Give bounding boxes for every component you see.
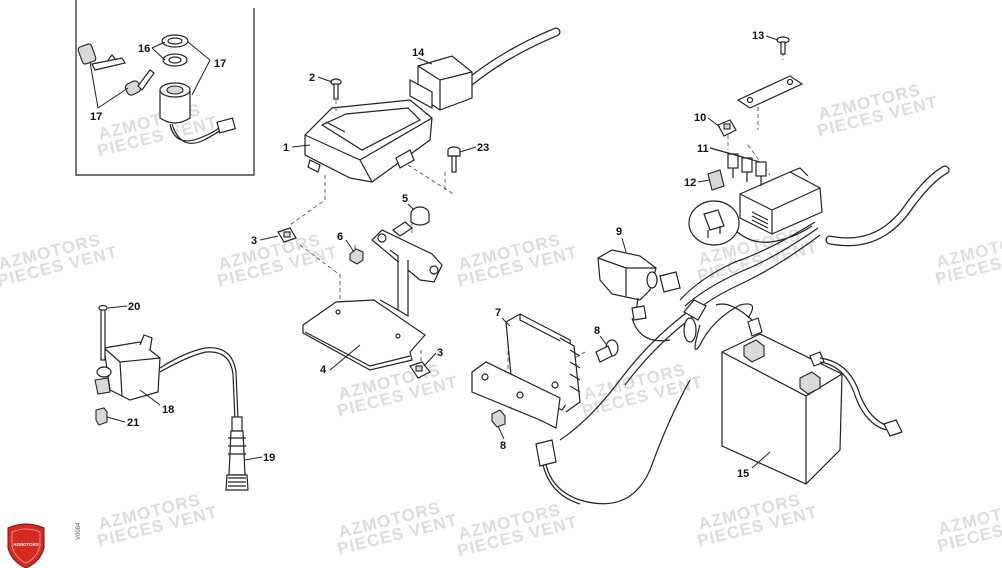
clip-3a <box>277 227 297 243</box>
connector-14 <box>409 55 473 111</box>
relay-9 <box>597 249 681 342</box>
main-harness-right <box>559 165 950 441</box>
ignition-coil-18 <box>94 334 239 421</box>
battery-15 <box>715 303 903 485</box>
ring-16a <box>161 34 189 48</box>
spare-fuse-detail <box>688 200 740 246</box>
fuses-11 <box>727 153 767 186</box>
nut-8b <box>491 409 506 428</box>
callout-4: 4 <box>320 364 327 376</box>
callout-6: 6 <box>337 231 343 243</box>
regulator-7 <box>471 313 581 429</box>
clip-10 <box>717 119 737 137</box>
drawing-code: V0084 <box>76 522 82 540</box>
azmotors-logo: AZMOTORS <box>7 523 45 568</box>
callout-2: 2 <box>309 72 315 84</box>
fuse-holder <box>739 167 823 235</box>
callout-19: 19 <box>263 452 275 464</box>
callout-15: 15 <box>737 468 749 480</box>
logo-text: AZMOTORS <box>13 542 39 547</box>
callout-14: 14 <box>412 47 425 59</box>
bracket <box>371 229 443 318</box>
plate-4 <box>302 299 426 371</box>
nut-6 <box>349 248 364 265</box>
bolt-20 <box>98 304 108 361</box>
callout-12: 12 <box>684 177 696 189</box>
callouts: 1 2 3 3 4 5 6 7 8 8 9 10 11 12 13 14 15 … <box>90 30 764 480</box>
ring-16b <box>162 53 188 67</box>
callout-13: 13 <box>752 30 764 42</box>
leader-lines <box>89 35 779 469</box>
strap <box>736 75 804 109</box>
callout-23: 23 <box>477 142 489 154</box>
callout-3b: 3 <box>437 347 443 359</box>
callout-7: 7 <box>495 307 501 319</box>
main-harness-top <box>455 27 561 95</box>
fuse-12 <box>707 169 725 191</box>
callout-9: 9 <box>616 226 622 238</box>
screw-23 <box>447 146 461 173</box>
callout-5: 5 <box>402 193 408 205</box>
callout-17a: 17 <box>214 58 226 70</box>
lead-bottom <box>535 379 691 505</box>
screw-13 <box>776 36 790 55</box>
clip-3b <box>409 361 431 379</box>
nut-21 <box>95 407 108 426</box>
callout-16: 16 <box>138 43 150 55</box>
callout-21: 21 <box>127 417 139 429</box>
spark-plug-cap-19 <box>225 416 249 491</box>
cdi-unit-1 <box>304 99 433 183</box>
ignition-switch <box>159 82 237 144</box>
inset-frame <box>75 0 255 176</box>
callout-3a: 3 <box>251 235 257 247</box>
keys <box>77 43 155 96</box>
ignition-inset <box>75 0 255 176</box>
screw-8a <box>595 339 619 363</box>
callout-20: 20 <box>128 301 140 313</box>
callout-1: 1 <box>283 142 289 154</box>
plug-cap-right <box>683 299 707 343</box>
screw-2 <box>330 78 342 100</box>
callout-17b: 17 <box>90 111 102 123</box>
bolt-5 <box>392 206 430 237</box>
callout-18: 18 <box>162 404 174 416</box>
callout-10: 10 <box>694 112 706 124</box>
callout-8a: 8 <box>594 325 600 337</box>
callout-8b: 8 <box>500 440 506 452</box>
callout-11: 11 <box>697 143 709 155</box>
